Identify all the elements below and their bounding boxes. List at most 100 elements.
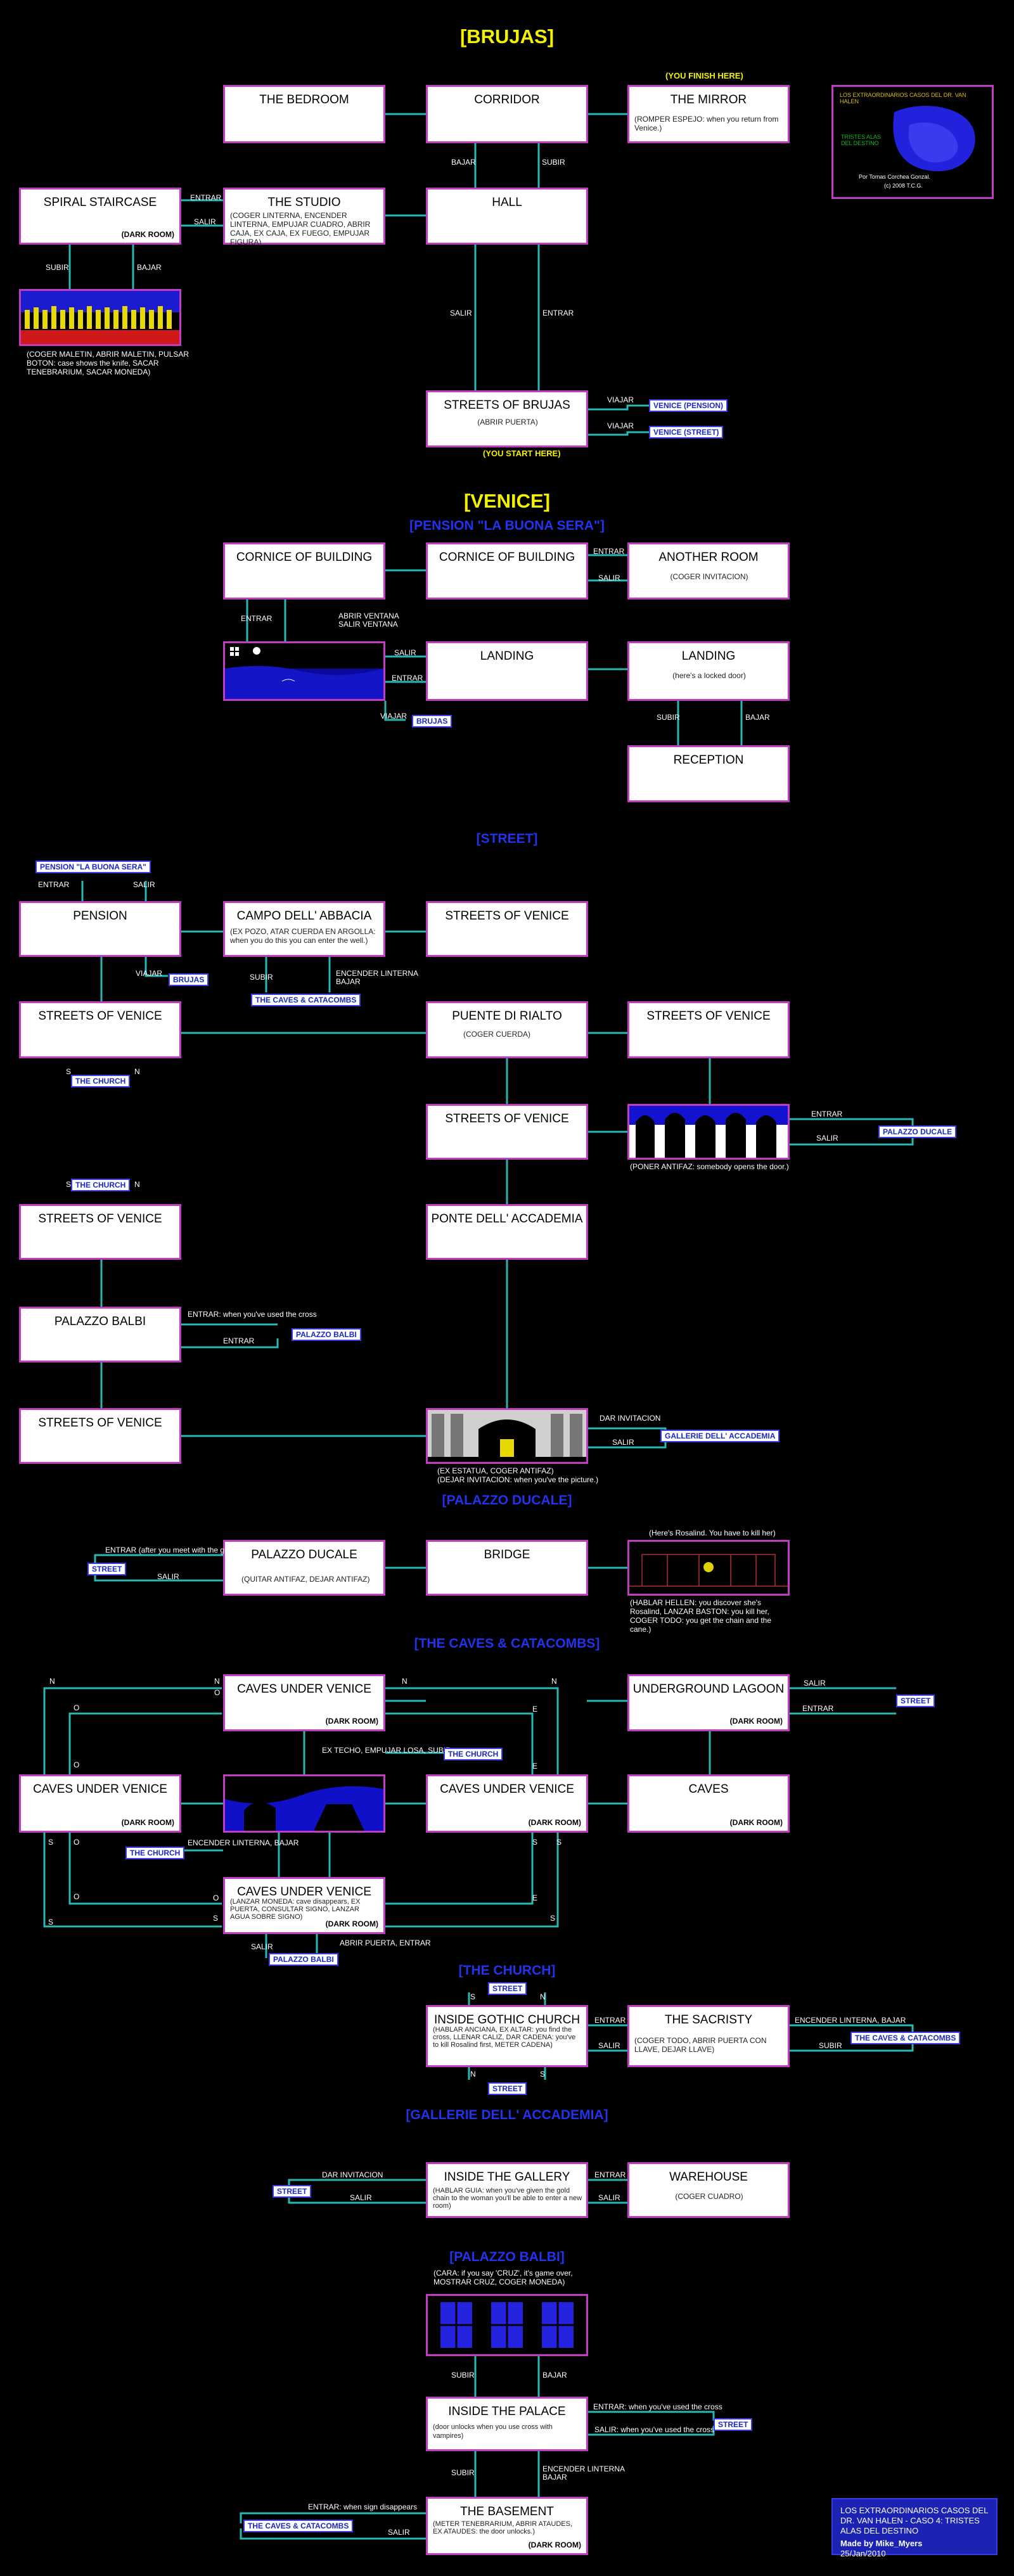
link-church[interactable]: THE CHURCH	[71, 1179, 131, 1191]
room-title: THE SACRISTY	[664, 2013, 753, 2027]
link-gallerie[interactable]: GALLERIE DELL' ACCADEMIA	[660, 1430, 780, 1442]
link-street[interactable]: STREET	[87, 1563, 127, 1575]
room-sov-c[interactable]: STREETS OF VENICE	[627, 1001, 790, 1058]
room-title: PUENTE DI RIALTO	[452, 1009, 562, 1023]
room-cuv-mid[interactable]: CAVES UNDER VENICE(DARK ROOM)	[426, 1774, 588, 1833]
room-title: CAVES UNDER VENICE	[440, 1783, 574, 1796]
label-bajar: BAJAR	[745, 713, 770, 722]
room-hall[interactable]: HALL	[426, 188, 588, 245]
room-title: THE BASEMENT	[460, 2505, 554, 2518]
dark-room-note: (DARK ROOM)	[121, 230, 174, 239]
label-n: N	[540, 1992, 546, 2001]
room-reception[interactable]: RECEPTION	[627, 745, 790, 802]
label-salir: SALIR	[350, 2193, 372, 2202]
start-marker: (YOU START HERE)	[483, 449, 561, 458]
credit-date: 25/Jan/2010	[840, 2549, 886, 2558]
link-venice-pension[interactable]: VENICE (PENSION)	[649, 399, 728, 412]
room-gothic-church[interactable]: INSIDE GOTHIC CHURCH(HABLAR ANCIANA, EX …	[426, 2005, 588, 2067]
link-venice-street[interactable]: VENICE (STREET)	[649, 426, 724, 439]
maletin-note: (COGER MALETIN, ABRIR MALETIN, PULSAR BO…	[27, 350, 189, 376]
label-e: E	[532, 1705, 538, 1714]
room-cornice-1[interactable]: CORNICE OF BUILDING	[223, 542, 385, 599]
room-sov-e[interactable]: STREETS OF VENICE	[19, 1204, 181, 1260]
room-cornice-2[interactable]: CORNICE OF BUILDING	[426, 542, 588, 599]
room-cuv-bot[interactable]: CAVES UNDER VENICE(LANZAR MONEDA: cave d…	[223, 1877, 385, 1934]
room-underground-lagoon[interactable]: UNDERGROUND LAGOON(DARK ROOM)	[627, 1674, 790, 1731]
room-rialto[interactable]: PUENTE DI RIALTO(COGER CUERDA)	[426, 1001, 588, 1058]
link-caves[interactable]: THE CAVES & CATACOMBS	[243, 2520, 354, 2532]
room-cuv-left[interactable]: CAVES UNDER VENICE(DARK ROOM)	[19, 1774, 181, 1833]
room-palazzo-balbi[interactable]: PALAZZO BALBI	[19, 1307, 181, 1362]
label-salir: SALIR	[804, 1679, 826, 1688]
room-sov-b[interactable]: STREETS OF VENICE	[19, 1001, 181, 1058]
room-mirror[interactable]: THE MIRROR(ROMPER ESPEJO: when you retur…	[627, 85, 790, 143]
link-church[interactable]: THE CHURCH	[444, 1748, 503, 1760]
label-subir: SUBIR	[250, 973, 273, 982]
link-palazzo-ducale[interactable]: PALAZZO DUCALE	[878, 1125, 957, 1138]
room-basement[interactable]: THE BASEMENT(METER TENEBRARIUM, ABRIR AT…	[426, 2497, 588, 2555]
link-palazzo-balbi[interactable]: PALAZZO BALBI	[269, 1953, 338, 1966]
label-entrar: ENTRAR	[594, 2016, 626, 2025]
room-studio[interactable]: THE STUDIO(COGER LINTERNA, ENCENDER LINT…	[223, 188, 385, 247]
link-caves[interactable]: THE CAVES & CATACOMBS	[251, 994, 361, 1006]
label-subir: SUBIR	[542, 158, 565, 167]
room-streets-of-brujas[interactable]: STREETS OF BRUJAS(ABRIR PUERTA)	[426, 390, 588, 447]
room-accademia[interactable]: PONTE DELL' ACCADEMIA	[426, 1204, 588, 1260]
room-inside-palace[interactable]: INSIDE THE PALACE(door unlocks when you …	[426, 2397, 588, 2451]
room-title: CAVES UNDER VENICE	[33, 1783, 167, 1796]
title-line1: LOS EXTRAORDINARIOS CASOS DEL DR. VAN HA…	[840, 92, 966, 105]
room-sov-f[interactable]: STREETS OF VENICE	[19, 1408, 181, 1464]
room-sacristy[interactable]: THE SACRISTY(COGER TODO, ABRIR PUERTA CO…	[627, 2005, 790, 2067]
dark-room-note: (DARK ROOM)	[729, 1717, 783, 1726]
section-caves: [THE CAVES & CATACOMBS]	[414, 1636, 600, 1651]
room-bedroom[interactable]: THE BEDROOM	[223, 85, 385, 143]
label-salir: SALIR	[133, 880, 155, 889]
section-pension: [PENSION "LA BUONA SERA"]	[409, 518, 605, 533]
room-cuv-1[interactable]: CAVES UNDER VENICE(DARK ROOM)	[223, 1674, 385, 1731]
link-caves[interactable]: THE CAVES & CATACOMBS	[850, 2032, 961, 2044]
credit-title: LOS EXTRAORDINARIOS CASOS DEL DR. VAN HA…	[840, 2506, 988, 2535]
room-landing-2[interactable]: LANDING(here's a locked door)	[627, 641, 790, 701]
label-s: S	[66, 1180, 72, 1189]
room-sov-a[interactable]: STREETS OF VENICE	[426, 901, 588, 957]
link-street[interactable]: STREET	[714, 2418, 753, 2431]
room-title: CORRIDOR	[474, 93, 540, 106]
room-landing-1[interactable]: LANDING	[426, 641, 588, 701]
room-title: PALAZZO DUCALE	[251, 1548, 357, 1561]
link-church[interactable]: THE CHURCH	[125, 1847, 185, 1859]
label-bajar: BAJAR	[451, 158, 476, 167]
estatua-note: (EX ESTATUA, COGER ANTIFAZ) (DEJAR INVIT…	[437, 1466, 599, 1484]
link-brujas[interactable]: BRUJAS	[412, 715, 452, 727]
link-street[interactable]: STREET	[273, 2185, 312, 2198]
room-desc: (HABLAR GUIA: when you've given the gold…	[433, 2187, 582, 2210]
room-caves[interactable]: CAVES(DARK ROOM)	[627, 1774, 790, 1833]
link-palazzo-balbi[interactable]: PALAZZO BALBI	[292, 1328, 361, 1341]
label-salir: SALIR	[157, 1572, 179, 1581]
label-n: N	[134, 1180, 140, 1189]
room-title: WAREHOUSE	[669, 2170, 748, 2184]
link-street[interactable]: STREET	[488, 2082, 527, 2095]
room-bridge[interactable]: BRIDGE	[426, 1540, 588, 1596]
link-brujas[interactable]: BRUJAS	[169, 973, 209, 986]
room-title: LANDING	[681, 650, 736, 663]
link-pension[interactable]: PENSION "LA BUONA SERA"	[35, 861, 151, 873]
room-spiral-staircase[interactable]: SPIRAL STAIRCASE(DARK ROOM)	[19, 188, 181, 245]
room-palazzo-ducale[interactable]: PALAZZO DUCALE(QUITAR ANTIFAZ, DEJAR ANT…	[223, 1540, 385, 1596]
link-street[interactable]: STREET	[896, 1695, 935, 1707]
room-inside-gallery[interactable]: INSIDE THE GALLERY(HABLAR GUIA: when you…	[426, 2162, 588, 2218]
room-campo-abbacia[interactable]: CAMPO DELL' ABBACIA(EX POZO, ATAR CUERDA…	[223, 901, 385, 957]
room-another-room[interactable]: ANOTHER ROOM(COGER INVITACION)	[627, 542, 790, 599]
dark-room-note: (DARK ROOM)	[325, 1919, 378, 1928]
room-sov-d[interactable]: STREETS OF VENICE	[426, 1104, 588, 1160]
room-warehouse[interactable]: WAREHOUSE(COGER CUADRO)	[627, 2162, 790, 2218]
dark-room-note: (DARK ROOM)	[528, 2541, 581, 2549]
label-entrar-cross: ENTRAR: when you've used the cross	[188, 1310, 317, 1319]
room-corridor[interactable]: CORRIDOR	[426, 85, 588, 143]
link-church[interactable]: THE CHURCH	[71, 1075, 131, 1087]
label-entrar: ENTRAR	[594, 2170, 626, 2179]
room-pension[interactable]: PENSION	[19, 901, 181, 957]
door-image	[627, 1104, 790, 1160]
gallery-facade-icon	[428, 1410, 586, 1462]
link-street[interactable]: STREET	[488, 1982, 527, 1995]
label-salir: SALIR	[251, 1942, 273, 1951]
